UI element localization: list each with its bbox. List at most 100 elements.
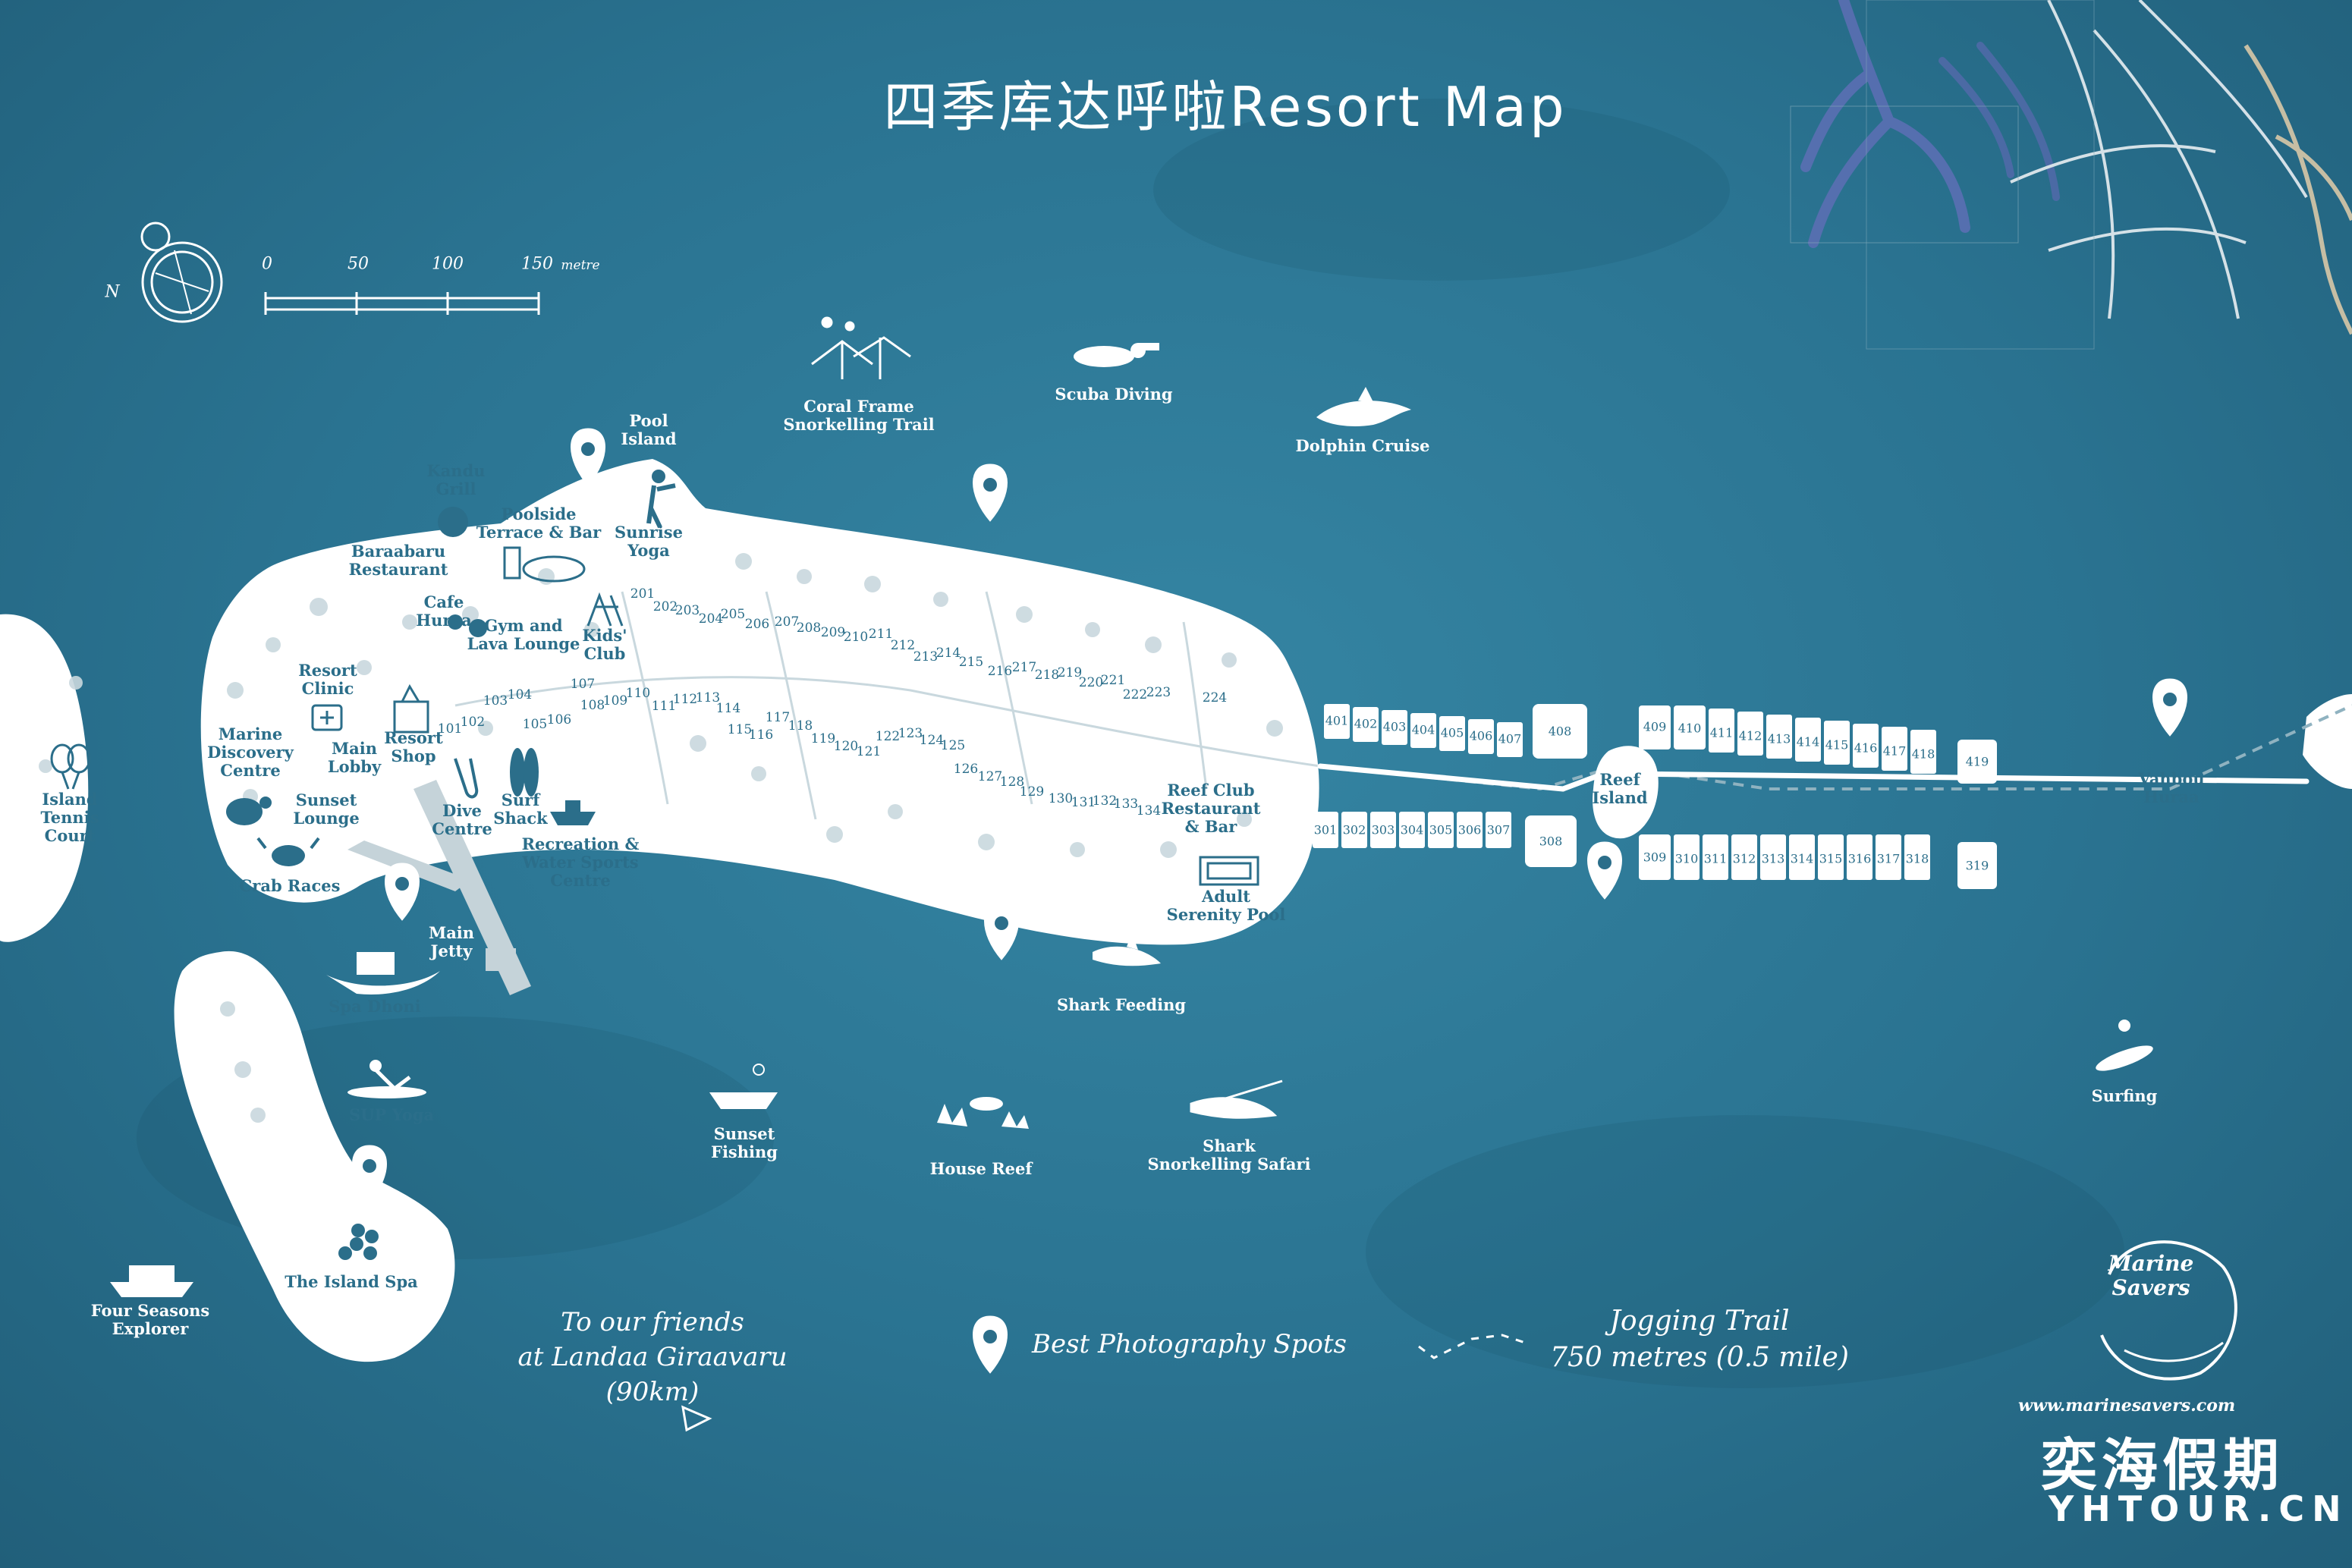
room-224[interactable]: 224 (1202, 690, 1228, 705)
room-220[interactable]: 220 (1078, 675, 1104, 690)
room-113[interactable]: 113 (695, 690, 721, 705)
label-sunset-fishing[interactable]: Sunset Fishing (711, 1124, 778, 1161)
room-214[interactable]: 214 (935, 646, 961, 661)
room-109[interactable]: 109 (602, 693, 628, 709)
label-cafe-huraa[interactable]: Cafe Huraa (416, 592, 472, 630)
label-reef-island[interactable]: Reef Island (1592, 770, 1648, 807)
room-219[interactable]: 219 (1057, 665, 1083, 680)
marine-savers-url[interactable]: www.marinesavers.com (2018, 1396, 2236, 1416)
villa-318[interactable]: 318 (1905, 851, 1929, 866)
villa-304[interactable]: 304 (1400, 822, 1424, 837)
label-surf-shack[interactable]: Surf Shack (493, 790, 548, 828)
room-123[interactable]: 123 (898, 726, 923, 741)
room-120[interactable]: 120 (833, 739, 859, 754)
room-201[interactable]: 201 (630, 586, 656, 602)
label-poolside-terrace[interactable]: Poolside Terrace & Bar (476, 504, 602, 542)
label-reef-club[interactable]: Reef Club Restaurant & Bar (1161, 781, 1261, 836)
villa-419[interactable]: 419 (1965, 754, 1989, 769)
room-116[interactable]: 116 (748, 727, 774, 743)
label-kids-club[interactable]: Kids' Club (582, 626, 627, 663)
room-125[interactable]: 125 (940, 738, 966, 753)
room-126[interactable]: 126 (953, 762, 979, 777)
label-gym-lava-lounge[interactable]: Gym and Lava Lounge (467, 616, 580, 653)
label-pool-island[interactable]: Pool Island (621, 411, 677, 448)
room-117[interactable]: 117 (765, 710, 791, 725)
label-shark-feeding[interactable]: Shark Feeding (1056, 995, 1187, 1014)
villa-315[interactable]: 315 (1819, 851, 1843, 866)
label-crab-races[interactable]: Crab Races (239, 876, 341, 895)
room-205[interactable]: 205 (720, 607, 746, 622)
label-shark-safari[interactable]: Shark Snorkelling Safari (1147, 1136, 1311, 1174)
label-resort-shop[interactable]: Resort Shop (384, 728, 443, 765)
room-209[interactable]: 209 (820, 625, 846, 640)
villa-412[interactable]: 412 (1738, 728, 1762, 743)
villa-314[interactable]: 314 (1790, 851, 1814, 866)
room-203[interactable]: 203 (674, 603, 700, 618)
label-coral-frame[interactable]: Coral Frame Snorkelling Trail (783, 397, 935, 434)
villa-414[interactable]: 414 (1796, 734, 1820, 749)
villa-408[interactable]: 408 (1548, 724, 1572, 739)
room-110[interactable]: 110 (625, 686, 651, 701)
room-211[interactable]: 211 (868, 627, 894, 642)
label-sunset-lounge[interactable]: Sunset Lounge (293, 790, 360, 828)
room-215[interactable]: 215 (958, 655, 984, 670)
room-127[interactable]: 127 (977, 769, 1003, 784)
villa-416[interactable]: 416 (1854, 740, 1878, 756)
villa-402[interactable]: 402 (1354, 716, 1378, 731)
villa-415[interactable]: 415 (1825, 737, 1849, 753)
room-124[interactable]: 124 (919, 733, 945, 748)
villa-405[interactable]: 405 (1440, 725, 1464, 740)
villa-311[interactable]: 311 (1703, 851, 1728, 866)
villa-403[interactable]: 403 (1382, 719, 1407, 734)
room-223[interactable]: 223 (1146, 685, 1171, 700)
label-adult-serenity-pool[interactable]: Adult Serenity Pool (1166, 887, 1286, 924)
villa-305[interactable]: 305 (1429, 822, 1453, 837)
room-208[interactable]: 208 (796, 621, 822, 636)
room-206[interactable]: 206 (744, 617, 770, 632)
label-vahbou-huraa[interactable]: Vahbou Huraa (2138, 769, 2205, 806)
villa-306[interactable]: 306 (1457, 822, 1482, 837)
villa-316[interactable]: 316 (1847, 851, 1872, 866)
villa-302[interactable]: 302 (1342, 822, 1366, 837)
room-106[interactable]: 106 (546, 712, 572, 727)
room-103[interactable]: 103 (483, 693, 508, 709)
room-112[interactable]: 112 (672, 692, 698, 707)
room-128[interactable]: 128 (999, 775, 1025, 790)
room-133[interactable]: 133 (1113, 797, 1139, 812)
room-204[interactable]: 204 (698, 611, 724, 627)
label-dive-centre[interactable]: Dive Centre (432, 801, 492, 838)
villa-401[interactable]: 401 (1325, 713, 1349, 728)
room-216[interactable]: 216 (987, 664, 1013, 679)
villa-417[interactable]: 417 (1882, 743, 1907, 759)
villa-310[interactable]: 310 (1674, 851, 1699, 866)
villa-406[interactable]: 406 (1469, 728, 1493, 743)
room-213[interactable]: 213 (913, 649, 939, 665)
label-island-tennis[interactable]: Island Tennis Court (40, 790, 99, 845)
room-108[interactable]: 108 (580, 698, 605, 713)
villa-301[interactable]: 301 (1313, 822, 1338, 837)
villa-407[interactable]: 407 (1498, 731, 1522, 746)
room-210[interactable]: 210 (843, 630, 869, 645)
label-island-spa[interactable]: The Island Spa (285, 1272, 418, 1291)
room-118[interactable]: 118 (788, 718, 813, 734)
label-dolphin-cruise[interactable]: Dolphin Cruise (1295, 436, 1430, 455)
room-202[interactable]: 202 (652, 599, 678, 614)
villa-309[interactable]: 309 (1643, 850, 1667, 865)
room-104[interactable]: 104 (507, 687, 533, 702)
room-101[interactable]: 101 (437, 721, 463, 737)
room-222[interactable]: 222 (1122, 687, 1148, 702)
room-107[interactable]: 107 (570, 677, 596, 692)
villa-409[interactable]: 409 (1643, 719, 1667, 734)
villa-410[interactable]: 410 (1678, 721, 1702, 736)
room-122[interactable]: 122 (875, 729, 901, 744)
villa-319[interactable]: 319 (1965, 858, 1989, 873)
room-207[interactable]: 207 (774, 614, 800, 630)
room-114[interactable]: 114 (715, 701, 741, 716)
room-218[interactable]: 218 (1034, 668, 1060, 683)
villa-411[interactable]: 411 (1709, 725, 1734, 740)
label-baraabaru[interactable]: Baraabaru Restaurant (348, 542, 448, 579)
villa-317[interactable]: 317 (1876, 851, 1901, 866)
label-resort-clinic[interactable]: Resort Clinic (298, 661, 357, 698)
room-130[interactable]: 130 (1048, 791, 1074, 806)
villa-413[interactable]: 413 (1767, 731, 1791, 746)
